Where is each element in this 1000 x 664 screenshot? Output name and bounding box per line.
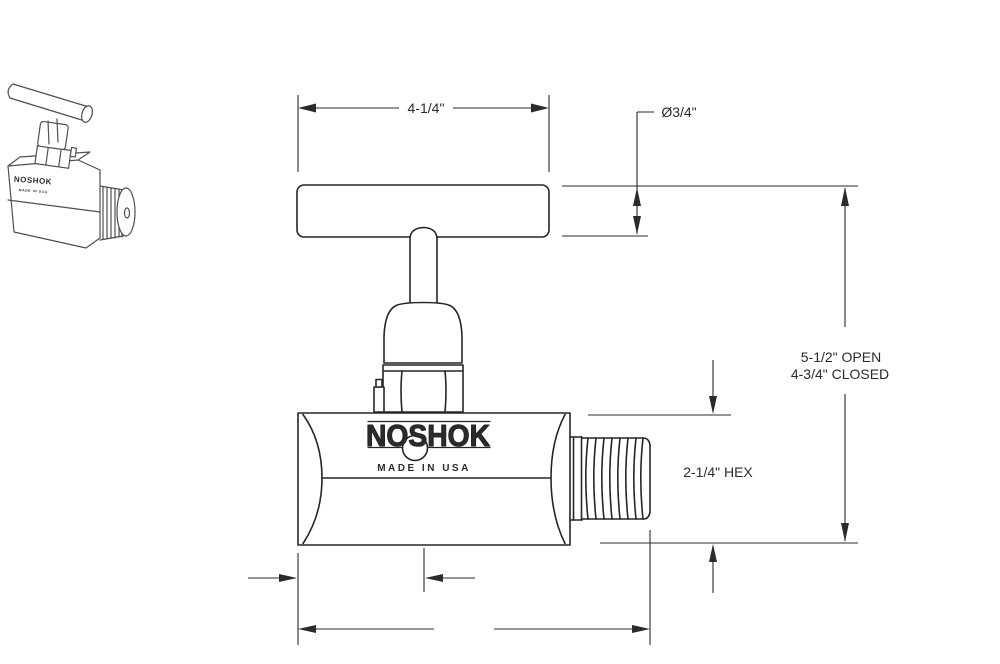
- open-height-label: 5-1/2" OPEN: [801, 349, 881, 365]
- dimension-hex: [588, 360, 858, 593]
- thumb-port-hole: [123, 207, 131, 219]
- dimension-top-width: [297, 95, 550, 172]
- closed-height-label: 4-3/4" CLOSED: [791, 366, 889, 382]
- valve-packing-nut: [373, 364, 464, 413]
- thumb-valve-body: [7, 159, 101, 249]
- logo-text: NOSHOK: [366, 418, 491, 453]
- handle-diameter-label: Ø3/4": [661, 104, 696, 120]
- valve-body: [297, 412, 571, 546]
- valve-stem: [409, 226, 438, 304]
- dimension-overall-height: [841, 187, 849, 542]
- thumb-pin: [69, 146, 78, 158]
- noshok-logo: NOSHOK MADE IN USA: [365, 417, 491, 474]
- dimension-bottom-width: [298, 530, 651, 645]
- thumb-stem: [47, 120, 50, 145]
- top-width-label: 4-1/4": [408, 100, 445, 116]
- made-in-text: MADE IN USA: [377, 463, 471, 474]
- valve-bonnet: [383, 301, 463, 364]
- thumb-bonnet: [37, 120, 69, 151]
- valve-threaded-end: [569, 436, 651, 521]
- thumb-handle: [7, 83, 93, 123]
- thumb-made-in-text: MADE IN USA: [19, 188, 48, 194]
- thumb-body-hex-edge: [7, 199, 101, 213]
- thumb-packing-nut: [34, 145, 72, 169]
- valve-pin: [373, 386, 385, 413]
- thumb-logo-text: NOSHOK: [14, 175, 53, 187]
- thumb-threaded-end: [99, 185, 136, 241]
- dimension-port-offset: [248, 548, 475, 645]
- hex-label: 2-1/4" HEX: [683, 464, 753, 480]
- thumbnail-isometric-view: NOSHOK MADE IN USA: [7, 83, 136, 249]
- dimension-handle-diameter: [562, 111, 858, 237]
